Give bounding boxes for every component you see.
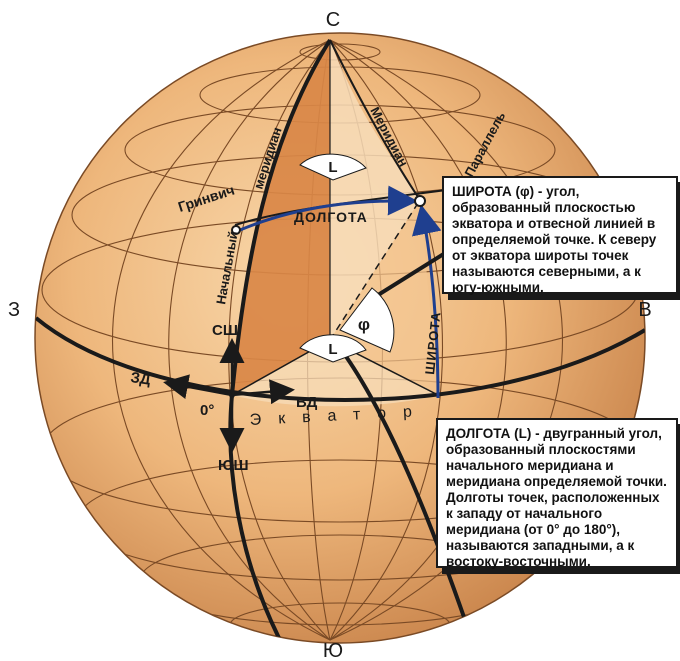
east-lon-label: ВД [296,394,318,411]
far-meridian [343,353,467,621]
latitude-text: - угол, образованный плоскостью экватора… [452,184,657,295]
origin-label: 0° [200,402,214,419]
longitude-sector-right [330,40,420,340]
lon-symbol-bottom: L [328,341,337,358]
lat-angle [339,287,395,353]
longitude-definition-box: ДОЛГОТА (L) - двугранный угол, образован… [436,418,678,569]
equator-line [35,316,645,402]
south-label: Ю [323,640,343,661]
longitude-arrow [239,185,418,232]
north-lat-label: СШ [212,322,238,339]
latitude-term: ШИРОТА (φ) [452,184,535,199]
greenwich-point [231,225,241,235]
west-label: З [8,299,20,321]
north-label: С [326,9,340,31]
south-lat-label: ЮШ [218,457,249,474]
longitude-label: ДОЛГОТА [294,209,368,225]
lon-symbol-top: L [328,159,337,176]
lon-angle-top [299,153,367,181]
direction-arrows [163,338,295,453]
east-label: В [638,299,651,321]
latitude-arrow [411,204,442,399]
latitude-definition-box: ШИРОТА (φ) - угол, образованный плоскост… [442,176,678,295]
point-marker [414,195,426,207]
longitude-term: ДОЛГОТА (L) [446,426,532,441]
latitude-label: ШИРОТА [422,311,444,376]
plumb-line [329,199,421,341]
longitude-text: - двугранный угол, образованный плоскост… [446,426,667,569]
west-lon-label: ЗД [129,369,152,389]
lat-symbol: φ [358,315,370,334]
longitude-sector [232,40,330,395]
lon-angle-bottom [299,334,367,363]
